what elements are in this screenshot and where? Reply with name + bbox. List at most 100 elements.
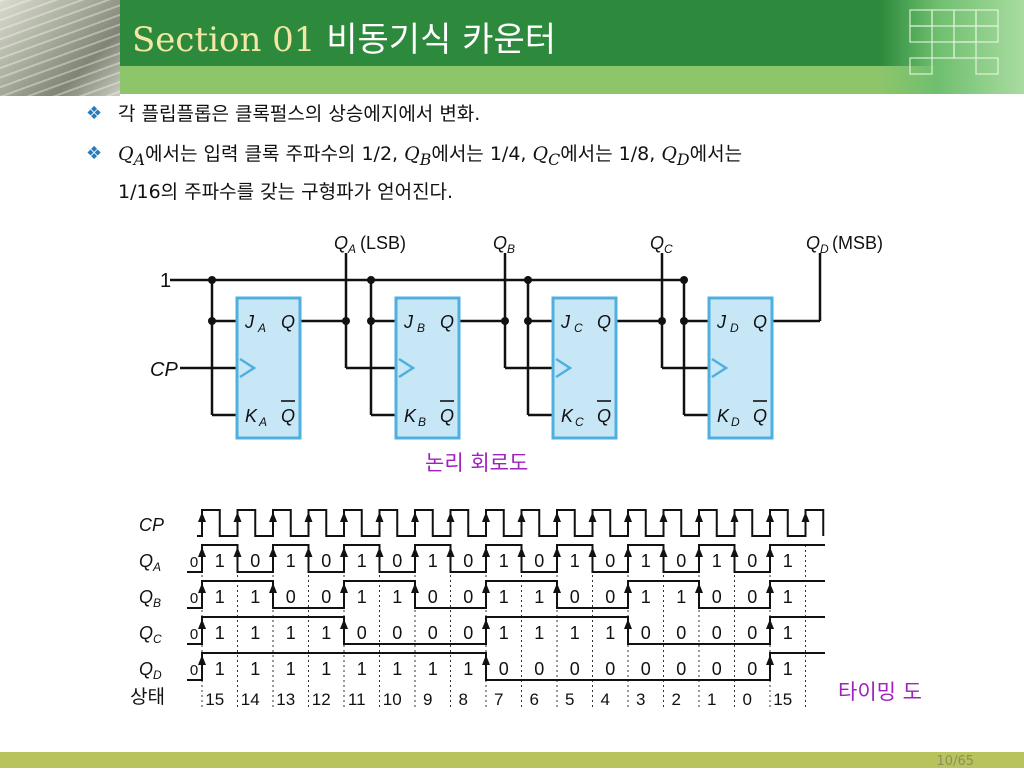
state-value: 11: [348, 690, 366, 709]
qb-value: 0: [712, 587, 722, 607]
qd-value: 1: [392, 659, 402, 679]
output-tag: (MSB): [832, 233, 883, 253]
state-value: 12: [312, 690, 331, 709]
junction-dot: [501, 317, 509, 325]
qd-value: 0: [570, 659, 580, 679]
j-sub: A: [257, 321, 266, 335]
qbar-label: Q: [597, 406, 611, 426]
qb-value: 0: [428, 587, 438, 607]
j-sub: B: [417, 321, 425, 335]
junction-dot: [367, 276, 375, 284]
qbar-label: Q: [440, 406, 454, 426]
qb-value: 1: [215, 587, 225, 607]
rising-edge-arrow-icon: [659, 512, 668, 522]
clock-triangle-icon: [555, 357, 573, 379]
qa-waveform: [187, 544, 825, 573]
qbar-label: Q: [281, 406, 295, 426]
j-label: J: [403, 312, 414, 332]
rising-edge-arrow-icon: [766, 512, 774, 522]
state-value: 4: [601, 690, 610, 709]
qc-value: 1: [783, 623, 793, 643]
qb-value: 1: [357, 587, 367, 607]
state-value: 9: [423, 690, 432, 709]
junction-dot: [342, 317, 350, 325]
signal-label-QB: Q: [139, 587, 153, 607]
k-label: K: [404, 406, 417, 426]
qc-value: 0: [676, 623, 686, 643]
rising-edge-arrow-icon: [340, 512, 348, 522]
diamond-bullet-icon: ❖: [86, 143, 103, 164]
qc-value: 0: [357, 623, 367, 643]
junction-dot: [680, 276, 688, 284]
rising-edge-arrow-icon: [411, 512, 419, 522]
bullet-2-text: QA에서는 입력 클록 주파수의 1/2, QB에서는 1/4, QC에서는 1…: [118, 143, 986, 208]
junction-dot: [524, 276, 532, 284]
footer-bar: [0, 752, 1024, 768]
signal-sub: D: [153, 668, 162, 682]
input-one-label: 1: [160, 270, 171, 292]
output-tag: (LSB): [360, 233, 406, 253]
signal-label-QA: Q: [139, 551, 153, 571]
qc-value: 0: [190, 626, 198, 643]
flipflop-A: [235, 296, 302, 440]
qc-value: 1: [534, 623, 544, 643]
qa-value: 0: [676, 551, 686, 571]
state-value: 10: [383, 690, 402, 709]
state-value: 13: [276, 690, 295, 709]
blocks-icon: [909, 9, 999, 75]
qa-value: 1: [641, 551, 651, 571]
junction-dot: [208, 317, 216, 325]
bullet-1-text: 각 플립플롭은 클록펄스의 상승에지에서 변화.: [118, 103, 481, 125]
qc-value: 1: [499, 623, 509, 643]
qc-value: 0: [392, 623, 402, 643]
qb-value: 0: [463, 587, 473, 607]
rising-edge-arrow-icon: [695, 512, 703, 522]
qc-value: 1: [321, 623, 331, 643]
qb-value: 1: [676, 587, 686, 607]
output-label-D: Q: [806, 233, 820, 253]
k-sub: D: [731, 415, 740, 429]
flipflop-D: [707, 296, 774, 440]
output-sub: D: [820, 242, 829, 256]
qc-value: 0: [463, 623, 473, 643]
state-value: 15: [773, 690, 792, 709]
qd-value: 0: [534, 659, 544, 679]
q-label: Q: [753, 312, 767, 332]
j-sub: D: [730, 321, 739, 335]
qa-value: 1: [783, 551, 793, 571]
k-sub: A: [258, 415, 267, 429]
output-label-B: Q: [493, 233, 507, 253]
qd-waveform: [187, 652, 825, 681]
k-label: K: [561, 406, 574, 426]
state-value: 0: [743, 690, 752, 709]
output-sub: C: [664, 242, 673, 256]
qd-value: 0: [712, 659, 722, 679]
qb-value: 1: [499, 587, 509, 607]
qb-value: 1: [392, 587, 402, 607]
rising-edge-arrow-icon: [730, 512, 739, 522]
junction-dot: [658, 317, 666, 325]
qd-value: 1: [321, 659, 331, 679]
qa-value: 1: [499, 551, 509, 571]
qbar-label: Q: [753, 406, 767, 426]
qb-value: 1: [534, 587, 544, 607]
output-sub: A: [347, 242, 356, 256]
page-number: 10/65: [936, 754, 974, 769]
qb-value: 1: [783, 587, 793, 607]
title-text: 비동기식 카운터: [326, 20, 557, 60]
bullet-2: ❖ QA에서는 입력 클록 주파수의 1/2, QB에서는 1/4, QC에서는…: [86, 138, 986, 208]
rising-edge-arrow-icon: [233, 512, 242, 522]
rising-edge-arrow-icon: [517, 512, 526, 522]
qc-waveform: [187, 616, 825, 645]
qa-value: 0: [463, 551, 473, 571]
rising-edge-arrow-icon: [801, 512, 810, 522]
section-label: Section 01: [132, 20, 316, 60]
qd-value: 1: [428, 659, 438, 679]
signal-label-QC: Q: [139, 623, 153, 643]
rising-edge-arrow-icon: [624, 512, 632, 522]
q-label: Q: [281, 312, 295, 332]
signal-sub: C: [153, 632, 162, 646]
timing-caption: 타이밍 도: [838, 680, 922, 704]
qd-value: 0: [605, 659, 615, 679]
clock-triangle-icon: [398, 357, 416, 379]
